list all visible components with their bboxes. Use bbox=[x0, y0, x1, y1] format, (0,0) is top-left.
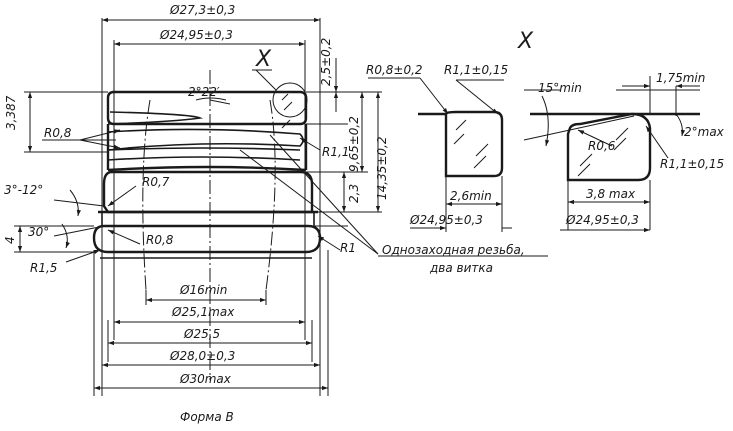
detail-profile-b bbox=[523, 76, 700, 233]
detail-x-title: X bbox=[517, 29, 534, 54]
dim-top-offset: 3,387 bbox=[4, 95, 18, 130]
label-angle-2-22: 2°22′ bbox=[188, 85, 220, 99]
dim-top-gap: 2,5±0,2 bbox=[319, 38, 333, 86]
dim-d-inner-top: Ø24,95±0,3 bbox=[159, 28, 233, 42]
label-r1: R1 bbox=[340, 241, 356, 255]
label-r0-8-top: R0,8 bbox=[44, 126, 72, 140]
dim-collar-step: 2,3 bbox=[347, 184, 361, 203]
dim-d25-5: Ø25,5 bbox=[183, 327, 220, 341]
detail-a-width: 2,6min bbox=[450, 189, 492, 203]
dim-d25-1max: Ø25,1max bbox=[171, 305, 235, 319]
detail-profile-a bbox=[368, 77, 512, 232]
dim-d30max: Ø30max bbox=[179, 372, 232, 386]
thread-note-line2: два витка bbox=[429, 261, 493, 275]
detail-b-angle-max: 2°max bbox=[684, 125, 725, 139]
detail-a-r-right: R1,1±0,15 bbox=[444, 63, 508, 77]
detail-b-offset: 1,75min bbox=[656, 71, 705, 85]
label-taper: 3°-12° bbox=[4, 183, 43, 197]
label-r0-7: R0,7 bbox=[142, 175, 170, 189]
figure-caption: Форма В bbox=[180, 410, 234, 424]
dim-height-4: 4 bbox=[3, 236, 17, 244]
detail-b-width: 3,8 max bbox=[586, 187, 636, 201]
dim-d28-0: Ø28,0±0,3 bbox=[169, 349, 235, 363]
label-r1-1: R1,1 bbox=[322, 145, 349, 159]
dim-d16min: Ø16min bbox=[179, 283, 227, 297]
neck-finish-main-view bbox=[14, 17, 382, 396]
dim-total-height: 14,35±0,2 bbox=[375, 137, 389, 201]
detail-a-r-left: R0,8±0,2 bbox=[366, 63, 423, 77]
detail-a-diameter: Ø24,95±0,3 bbox=[409, 213, 483, 227]
label-r1-5: R1,5 bbox=[30, 261, 57, 275]
label-angle-30: 30° bbox=[28, 225, 49, 239]
detail-b-r-outer: R1,1±0,15 bbox=[660, 157, 724, 171]
detail-x-marker: X bbox=[255, 47, 272, 72]
dim-d-outer-top: Ø27,3±0,3 bbox=[169, 3, 235, 17]
label-r0-8-bottom: R0,8 bbox=[146, 233, 174, 247]
detail-b-r-inner: R0,6 bbox=[588, 139, 616, 153]
detail-b-diameter: Ø24,95±0,3 bbox=[565, 213, 639, 227]
thread-note-line1: Однозаходная резьба, bbox=[382, 243, 525, 257]
detail-b-angle-min: 15°min bbox=[538, 81, 582, 95]
dim-thread-height: 9,65±0,2 bbox=[347, 116, 361, 172]
